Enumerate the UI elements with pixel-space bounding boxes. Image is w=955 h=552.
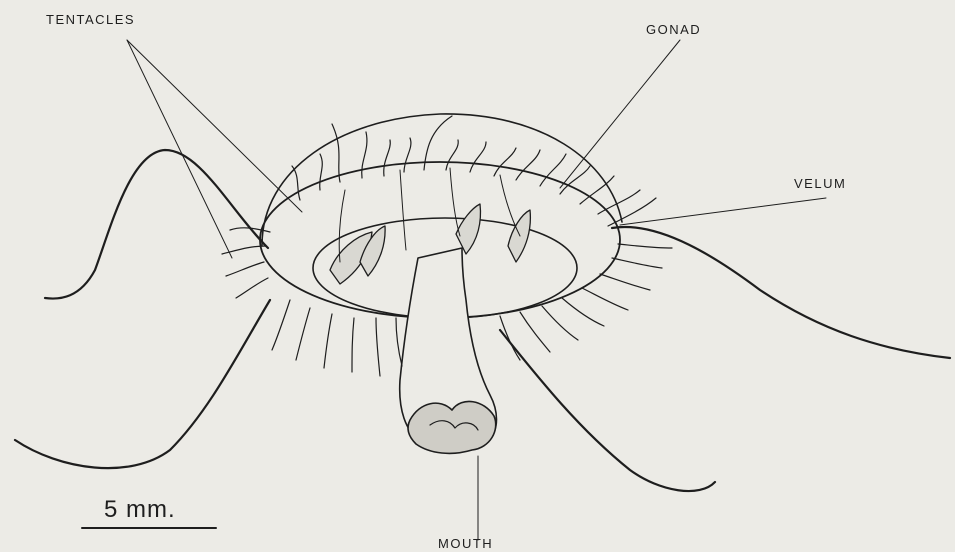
scale-bar-label: 5 mm. [104, 496, 176, 524]
long-tentacle-bottom-right [500, 330, 715, 491]
leader-tentacles-2 [127, 40, 302, 212]
leader-tentacles-1 [127, 40, 232, 258]
gonad-4 [508, 210, 530, 262]
long-tentacle-left-upper [45, 150, 268, 299]
label-mouth: MOUTH [438, 536, 493, 551]
gonad-2 [360, 226, 385, 276]
label-velum: VELUM [794, 176, 846, 191]
long-tentacle-left-lower [15, 300, 270, 468]
leader-gonad [560, 40, 680, 188]
label-gonad: GONAD [646, 22, 701, 37]
gonad-3 [456, 204, 480, 254]
long-tentacle-right [612, 227, 950, 358]
label-tentacles: TENTACLES [46, 12, 135, 27]
mouth-lips [408, 401, 496, 453]
bell-outline [262, 114, 622, 245]
